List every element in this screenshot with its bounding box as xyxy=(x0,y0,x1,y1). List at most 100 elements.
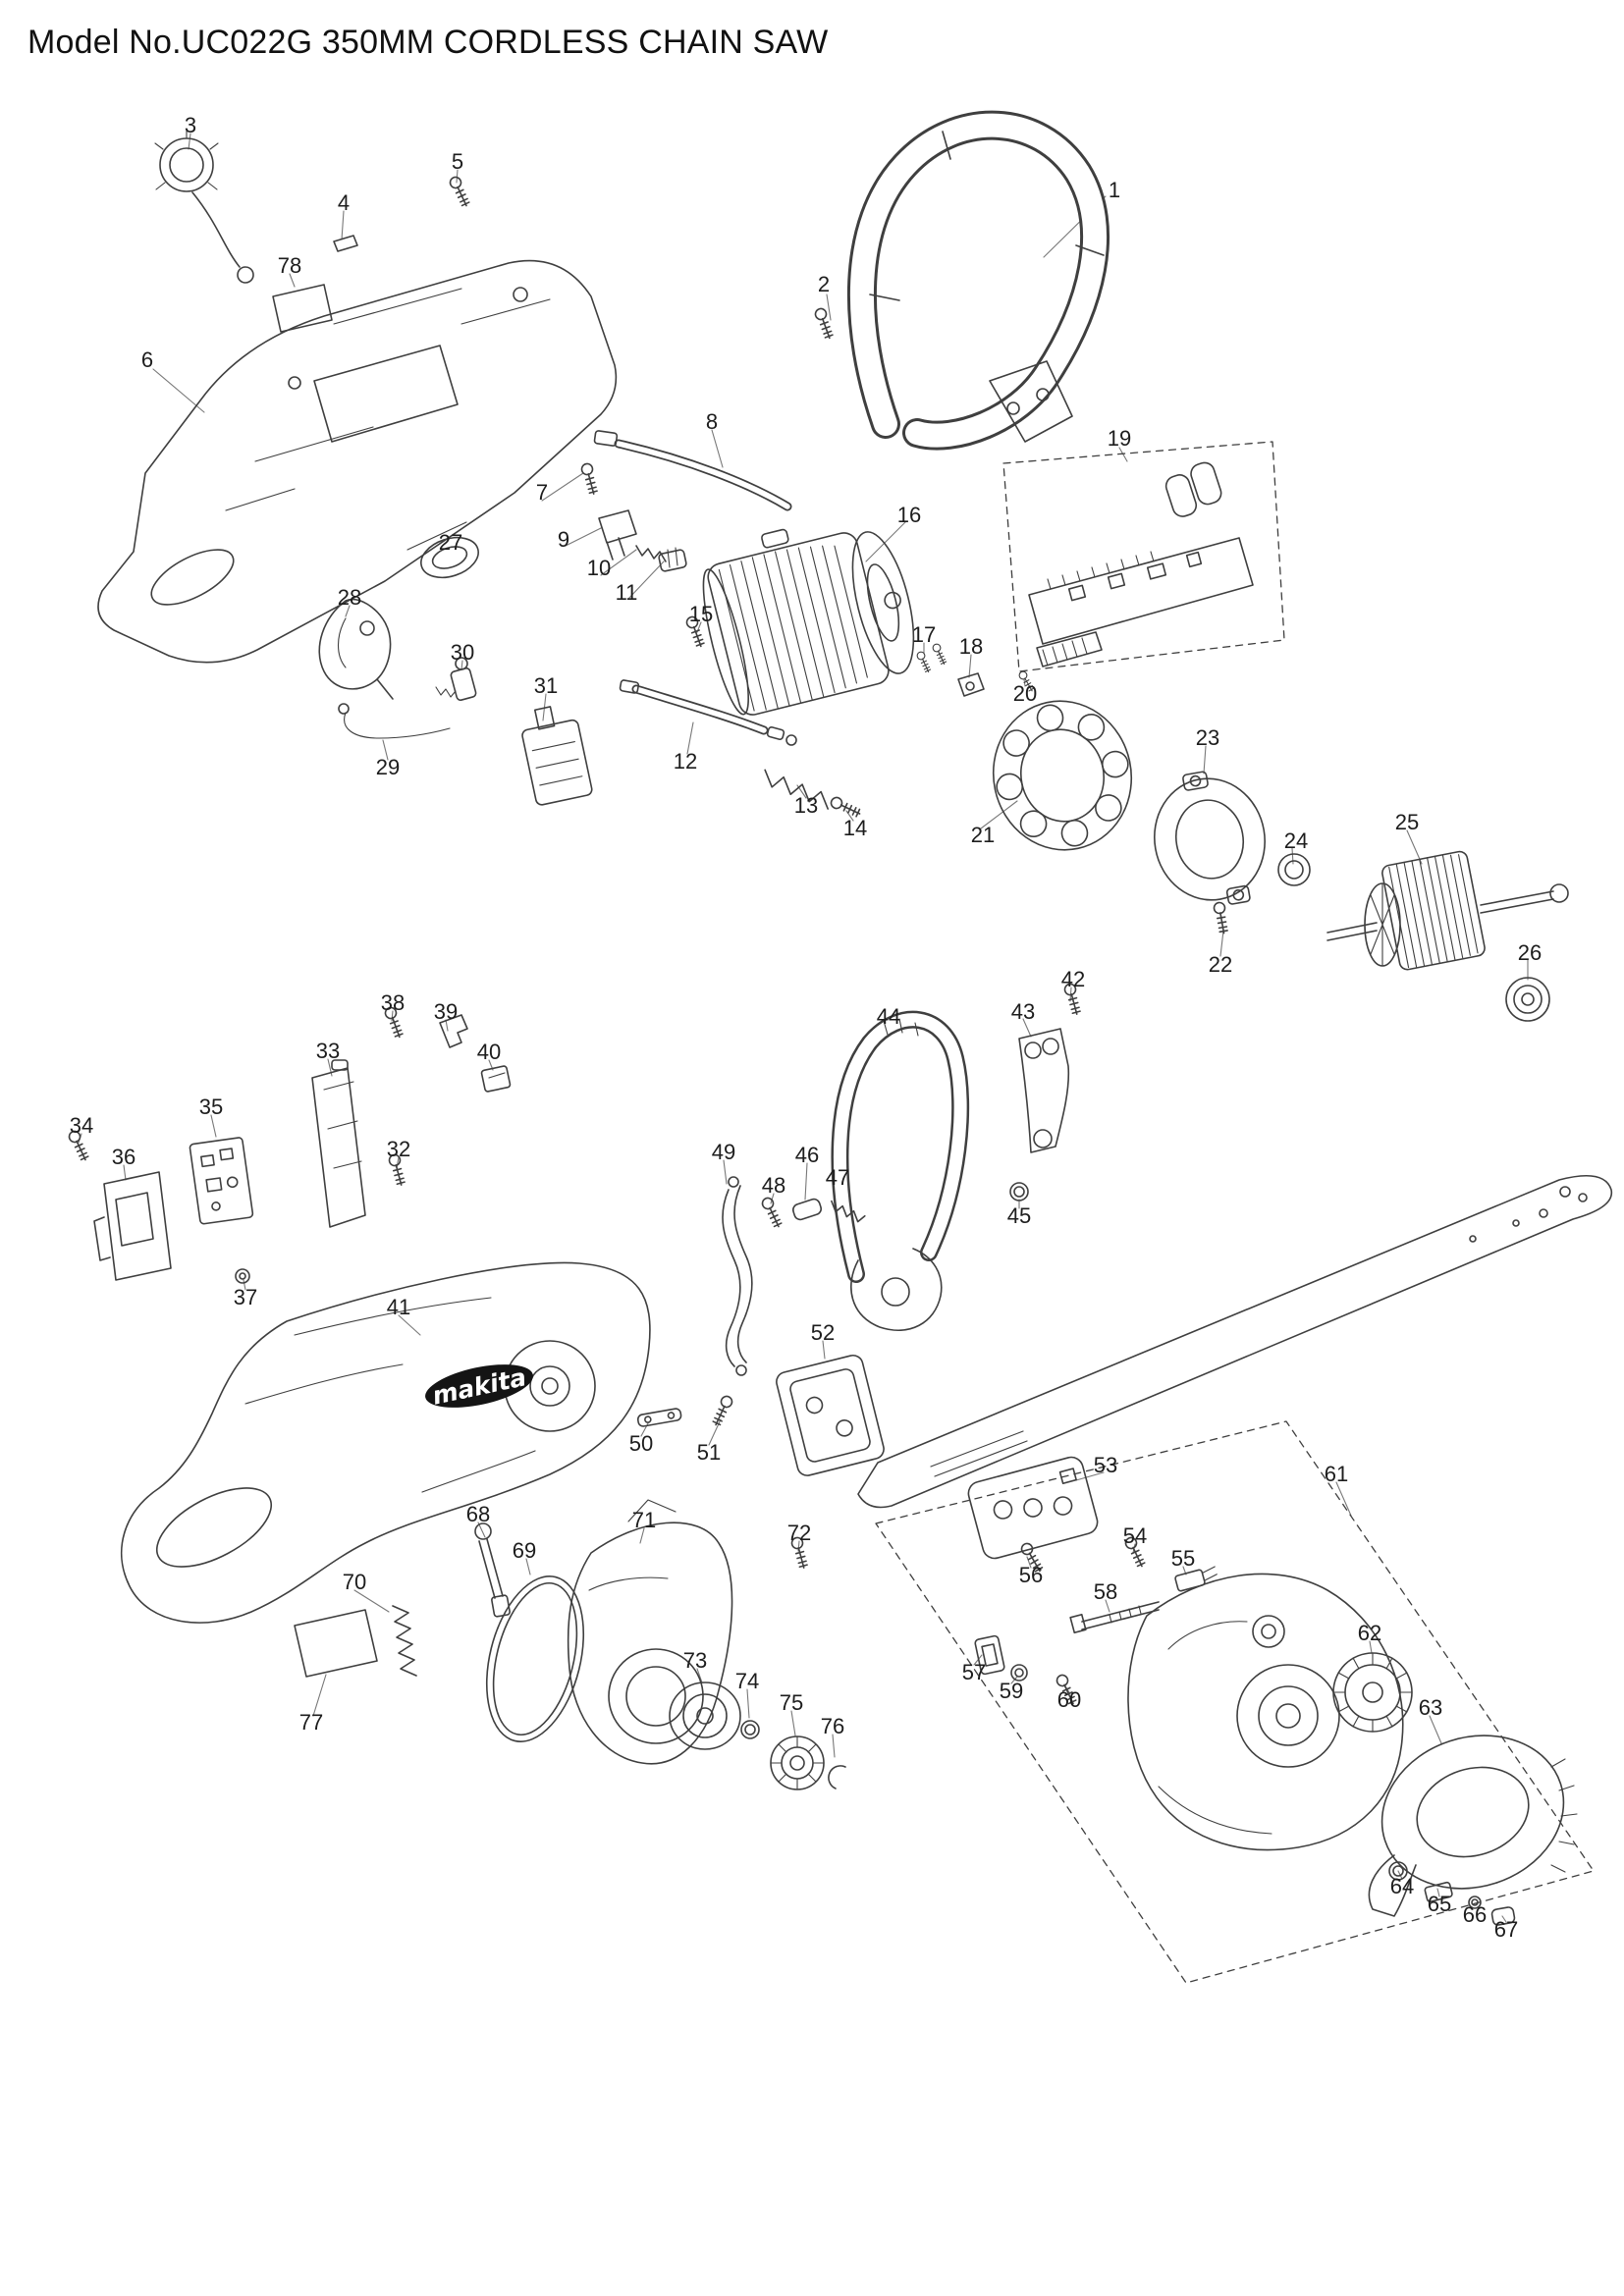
spring-70-drawing xyxy=(392,1605,417,1677)
part-label-78: 78 xyxy=(277,253,302,278)
part-label-65: 65 xyxy=(1427,1892,1452,1916)
armature-drawing xyxy=(1326,850,1569,971)
part-label-7: 7 xyxy=(535,480,549,505)
part-label-14: 14 xyxy=(842,816,868,840)
part-label-2: 2 xyxy=(817,272,831,296)
part-label-76: 76 xyxy=(820,1714,845,1738)
cover-plate-53-drawing xyxy=(967,1456,1099,1560)
part-label-38: 38 xyxy=(380,990,406,1015)
part-label-33: 33 xyxy=(315,1039,341,1063)
motor-drawing xyxy=(702,528,915,716)
part-label-43: 43 xyxy=(1010,999,1036,1024)
front-guard-drawing xyxy=(831,1010,970,1331)
part-label-15: 15 xyxy=(688,602,714,626)
nut-59-drawing xyxy=(1010,1664,1028,1682)
holder-36-drawing xyxy=(93,1171,172,1281)
part-label-63: 63 xyxy=(1418,1695,1443,1720)
part-label-47: 47 xyxy=(825,1165,850,1190)
baffle-plate-drawing xyxy=(776,1354,885,1476)
part-label-48: 48 xyxy=(761,1173,786,1198)
part-label-34: 34 xyxy=(69,1113,94,1138)
chain-guide-drawing xyxy=(722,1176,753,1376)
part-label-56: 56 xyxy=(1018,1563,1044,1587)
part-label-16: 16 xyxy=(896,503,922,527)
part-label-28: 28 xyxy=(337,585,362,610)
terminal-55-drawing xyxy=(1174,1566,1218,1592)
bracket-18-drawing xyxy=(957,672,985,697)
label-plate-78-drawing xyxy=(272,284,333,333)
oil-valve-drawing xyxy=(598,509,687,572)
part-label-42: 42 xyxy=(1060,967,1086,991)
part-label-24: 24 xyxy=(1283,828,1309,853)
part-label-57: 57 xyxy=(961,1660,987,1684)
part-label-29: 29 xyxy=(375,755,401,779)
o-ring-64-drawing xyxy=(1388,1861,1408,1881)
part-66-drawing xyxy=(1468,1896,1482,1909)
part-label-66: 66 xyxy=(1462,1902,1488,1927)
oil-cap-drawing xyxy=(154,130,254,284)
part-label-9: 9 xyxy=(557,527,570,552)
part-label-64: 64 xyxy=(1389,1874,1415,1898)
part-label-12: 12 xyxy=(673,749,698,774)
part-label-52: 52 xyxy=(810,1320,836,1345)
part-label-69: 69 xyxy=(512,1538,537,1563)
part-label-75: 75 xyxy=(779,1690,804,1715)
clip-drawing xyxy=(333,235,358,252)
top-handle-drawing xyxy=(846,110,1110,451)
part-label-44: 44 xyxy=(876,1004,901,1029)
part-label-51: 51 xyxy=(696,1440,722,1465)
bearing-26-drawing xyxy=(1505,977,1550,1022)
part-label-3: 3 xyxy=(184,113,197,137)
part-label-60: 60 xyxy=(1056,1687,1082,1712)
cover-33-drawing xyxy=(311,1059,366,1228)
controller-drawing xyxy=(1002,441,1285,672)
part-label-72: 72 xyxy=(786,1521,812,1545)
part-label-19: 19 xyxy=(1107,426,1132,451)
part-label-55: 55 xyxy=(1170,1546,1196,1571)
top-cover-housing-drawing xyxy=(97,259,618,664)
part-label-58: 58 xyxy=(1093,1579,1118,1604)
part-label-50: 50 xyxy=(628,1431,654,1456)
trigger-drawing xyxy=(318,598,394,700)
part-label-62: 62 xyxy=(1357,1621,1382,1645)
part-label-25: 25 xyxy=(1394,810,1420,834)
part-label-45: 45 xyxy=(1006,1203,1032,1228)
part-label-54: 54 xyxy=(1122,1523,1148,1548)
chain-catcher-drawing xyxy=(974,1634,1005,1676)
wire-29-drawing xyxy=(338,703,451,739)
washer-73-drawing xyxy=(669,1682,741,1750)
tension-dial-drawing xyxy=(1332,1652,1413,1733)
spring-47-drawing xyxy=(831,1200,866,1223)
lever-68-drawing xyxy=(474,1522,511,1618)
part-label-40: 40 xyxy=(476,1040,502,1064)
part-label-41: 41 xyxy=(386,1295,411,1319)
part-label-5: 5 xyxy=(451,149,464,174)
part-label-1: 1 xyxy=(1108,178,1121,202)
clip-50-drawing xyxy=(636,1408,682,1427)
switch-drawing xyxy=(521,706,593,806)
part-65-drawing xyxy=(1424,1881,1453,1903)
part-label-37: 37 xyxy=(233,1285,258,1309)
pcb-35-drawing xyxy=(189,1137,254,1225)
part-label-49: 49 xyxy=(711,1140,736,1164)
part-label-74: 74 xyxy=(734,1669,760,1693)
plate-77-drawing xyxy=(294,1609,378,1678)
sprocket-cover-drawing xyxy=(1127,1573,1404,1851)
guard-bracket-drawing xyxy=(1018,1028,1070,1153)
part-label-27: 27 xyxy=(438,530,463,555)
part-label-26: 26 xyxy=(1517,940,1543,965)
part-label-70: 70 xyxy=(342,1570,367,1594)
stator-drawing xyxy=(992,700,1133,851)
washer-24-drawing xyxy=(1277,853,1311,886)
nut-37-drawing xyxy=(235,1268,250,1284)
part-label-73: 73 xyxy=(682,1648,708,1673)
diagram-title: Model No.UC022G 350MM CORDLESS CHAIN SAW xyxy=(27,24,829,61)
block-40-drawing xyxy=(480,1065,512,1093)
part-label-46: 46 xyxy=(794,1143,820,1167)
part-label-20: 20 xyxy=(1012,681,1038,706)
part-label-71: 71 xyxy=(631,1508,657,1532)
part-label-35: 35 xyxy=(198,1095,224,1119)
part-label-30: 30 xyxy=(450,640,475,665)
